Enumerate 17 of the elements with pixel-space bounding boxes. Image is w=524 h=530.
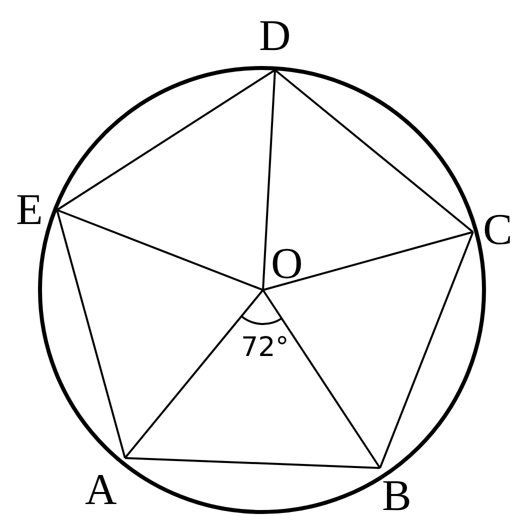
point-label: B — [380, 468, 412, 518]
angle-label: 72° — [241, 334, 289, 361]
point-label: C — [473, 208, 512, 252]
line-segment — [262, 70, 276, 290]
point-label: D — [259, 14, 291, 70]
line-segment — [262, 289, 381, 469]
line-segment — [274, 69, 474, 233]
point-label: A — [85, 458, 125, 512]
point-label: E — [16, 188, 57, 232]
line-segment — [379, 232, 474, 468]
line-segment — [56, 210, 126, 458]
line-segment — [124, 457, 380, 469]
line-segment — [56, 69, 276, 211]
point-label: O — [263, 242, 303, 290]
line-segment — [124, 289, 264, 459]
line-segment — [262, 231, 474, 291]
line-segment — [56, 209, 264, 291]
